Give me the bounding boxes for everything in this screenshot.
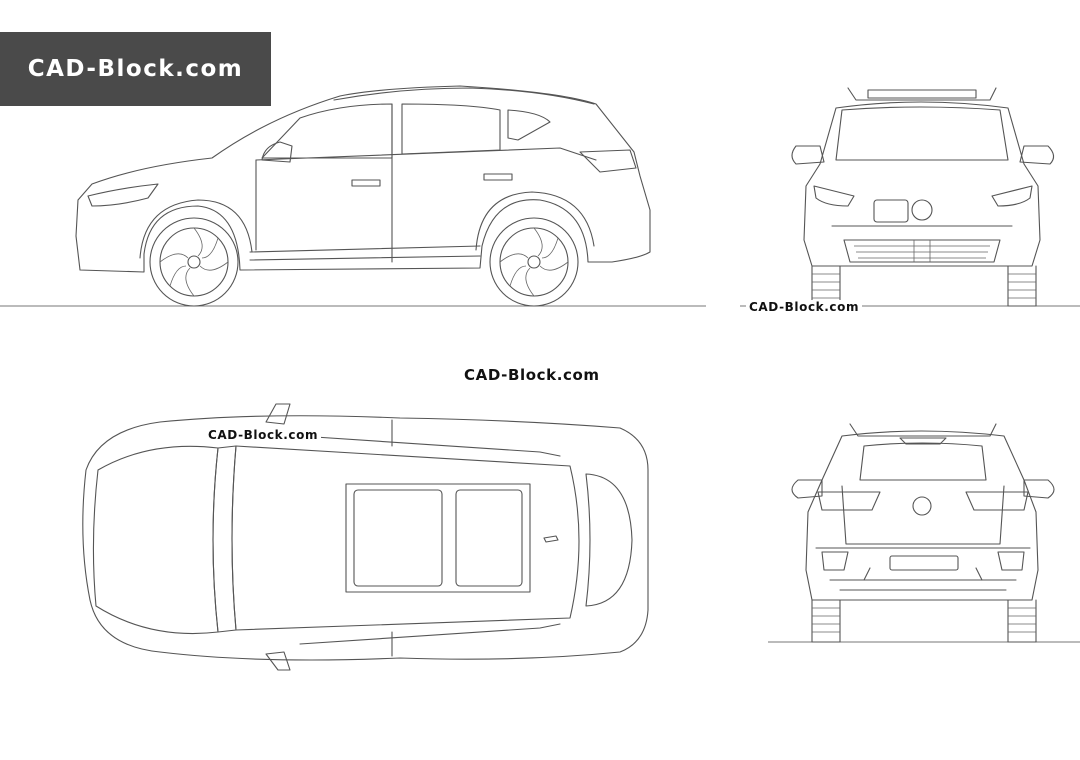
- brand-banner: [0, 32, 271, 106]
- rear-taillight-right: [965, 491, 1029, 511]
- top-hood-line: [92, 445, 219, 635]
- side-roof-rail: [333, 87, 595, 105]
- rear-spoiler: [849, 423, 997, 445]
- front-body-outline: [803, 101, 1041, 267]
- watermark-center: CAD-Block.com: [461, 367, 603, 384]
- side-body-outline: [75, 85, 651, 273]
- front-headlight-right: [991, 185, 1033, 207]
- side-handle-front: [351, 179, 381, 187]
- side-front-arch: [139, 199, 253, 259]
- top-sunroof-outer: [345, 483, 531, 593]
- side-mirror: [261, 141, 293, 163]
- watermark-top-view: CAD-Block.com: [205, 428, 322, 442]
- rear-view: [768, 423, 1080, 643]
- rear-mirror-left: [791, 479, 823, 499]
- top-sunroof-front-panel: [353, 489, 443, 587]
- side-view: [0, 85, 706, 307]
- side-rear-arch: [475, 191, 595, 251]
- rear-window: [859, 442, 987, 481]
- side-beltline: [255, 147, 597, 161]
- front-plate: [873, 199, 909, 223]
- front-grille-mesh: [854, 240, 990, 262]
- side-window-quarter: [507, 109, 551, 141]
- rear-plate: [889, 555, 959, 571]
- side-headlight: [87, 183, 159, 207]
- rear-reflectors: [821, 551, 1025, 571]
- side-handle-rear: [483, 173, 513, 181]
- top-roof: [231, 445, 580, 631]
- front-mirror-left: [791, 145, 825, 165]
- watermark-front-view: CAD-Block.com: [746, 300, 863, 314]
- brand-banner-text: CAD-Block.com: [27, 56, 244, 82]
- top-body-outline: [82, 415, 649, 661]
- side-rear-wheel: [489, 217, 579, 307]
- top-mirror-upper: [265, 403, 291, 425]
- front-headlight-left: [813, 185, 855, 207]
- rear-taillight-left: [817, 491, 881, 511]
- top-roof-rail-lower: [299, 623, 561, 645]
- front-roof: [847, 87, 997, 101]
- top-rear-window: [585, 473, 633, 607]
- rear-mirror-right: [1023, 479, 1055, 499]
- top-sunroof-rear-panel: [455, 489, 523, 587]
- top-view: [82, 403, 649, 671]
- side-rocker: [249, 245, 481, 261]
- top-fin-antenna: [543, 535, 559, 543]
- top-mirror-lower: [265, 651, 291, 671]
- rear-bumper: [815, 547, 1031, 591]
- front-mirror-right: [1019, 145, 1055, 165]
- front-windshield: [835, 106, 1009, 161]
- rear-tires: [811, 599, 1037, 643]
- front-view: [740, 87, 1080, 307]
- rear-badge: [912, 496, 932, 516]
- rear-tailgate: [841, 485, 1005, 545]
- front-grille: [831, 225, 1013, 263]
- side-taillight: [579, 149, 637, 173]
- side-window-front: [261, 103, 393, 159]
- side-window-rear: [401, 103, 501, 155]
- side-front-wheel: [149, 217, 239, 307]
- front-badge: [911, 199, 933, 221]
- top-roof-rail-upper: [299, 435, 561, 457]
